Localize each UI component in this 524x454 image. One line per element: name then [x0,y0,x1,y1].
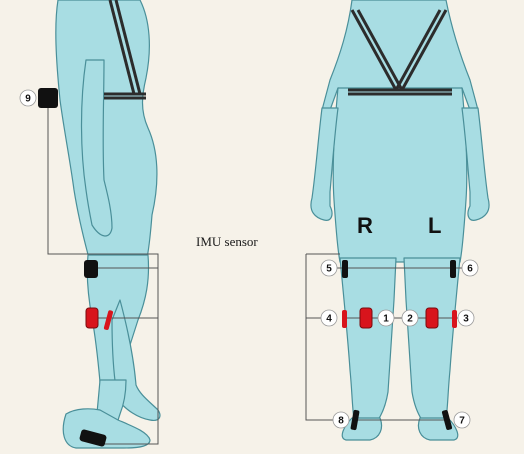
svg-text:3: 3 [463,314,469,325]
svg-text:4: 4 [326,314,332,325]
person-side-view-icon [56,0,160,448]
sensor-number-badge-1: 1 [378,310,394,326]
sensor-number-badge-4: 4 [321,310,337,326]
left-side-label: L [428,213,441,238]
svg-text:1: 1 [383,314,389,325]
svg-text:9: 9 [25,94,31,105]
sensor-number-badge-3: 3 [458,310,474,326]
right-side-label: R [357,213,373,238]
svg-text:7: 7 [459,416,465,427]
sensor-number-badge-7: 7 [454,412,470,428]
svg-text:2: 2 [407,314,413,325]
sensor-number-badge-8: 8 [333,412,349,428]
imu-sensor-title: IMU sensor [196,234,258,249]
svg-text:8: 8 [338,416,344,427]
sensor-number-badge-9: 9 [20,90,36,106]
sensor-number-badge-6: 6 [462,260,478,276]
sensor-number-badge-2: 2 [402,310,418,326]
svg-text:6: 6 [467,264,473,275]
person-front-view-icon [311,0,489,440]
svg-text:5: 5 [326,264,332,275]
sensor-number-badge-5: 5 [321,260,337,276]
